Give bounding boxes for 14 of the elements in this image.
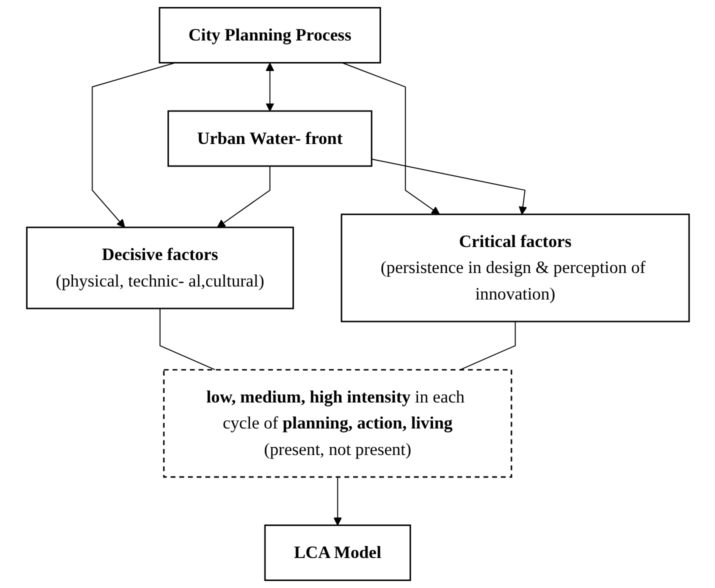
arrow [265,62,274,112]
connector [459,321,516,370]
node-box: City Planning Process [158,7,381,64]
node-box: LCA Model [264,524,411,581]
node-box: Decisive factors (physical, technic- al,cultural) [26,226,294,310]
arrow [370,158,527,215]
connector [159,308,216,370]
arrow [91,62,176,228]
node-box: Urban Water- front [167,110,372,167]
node-box: low, medium, high intensity in each cycle of planning, action, living (present, not present) [162,369,512,478]
node-box: Critical factors (persistence in design & perception of innovation) [340,214,690,322]
arrow [332,476,342,526]
arrow [341,62,440,215]
arrow [216,166,270,228]
